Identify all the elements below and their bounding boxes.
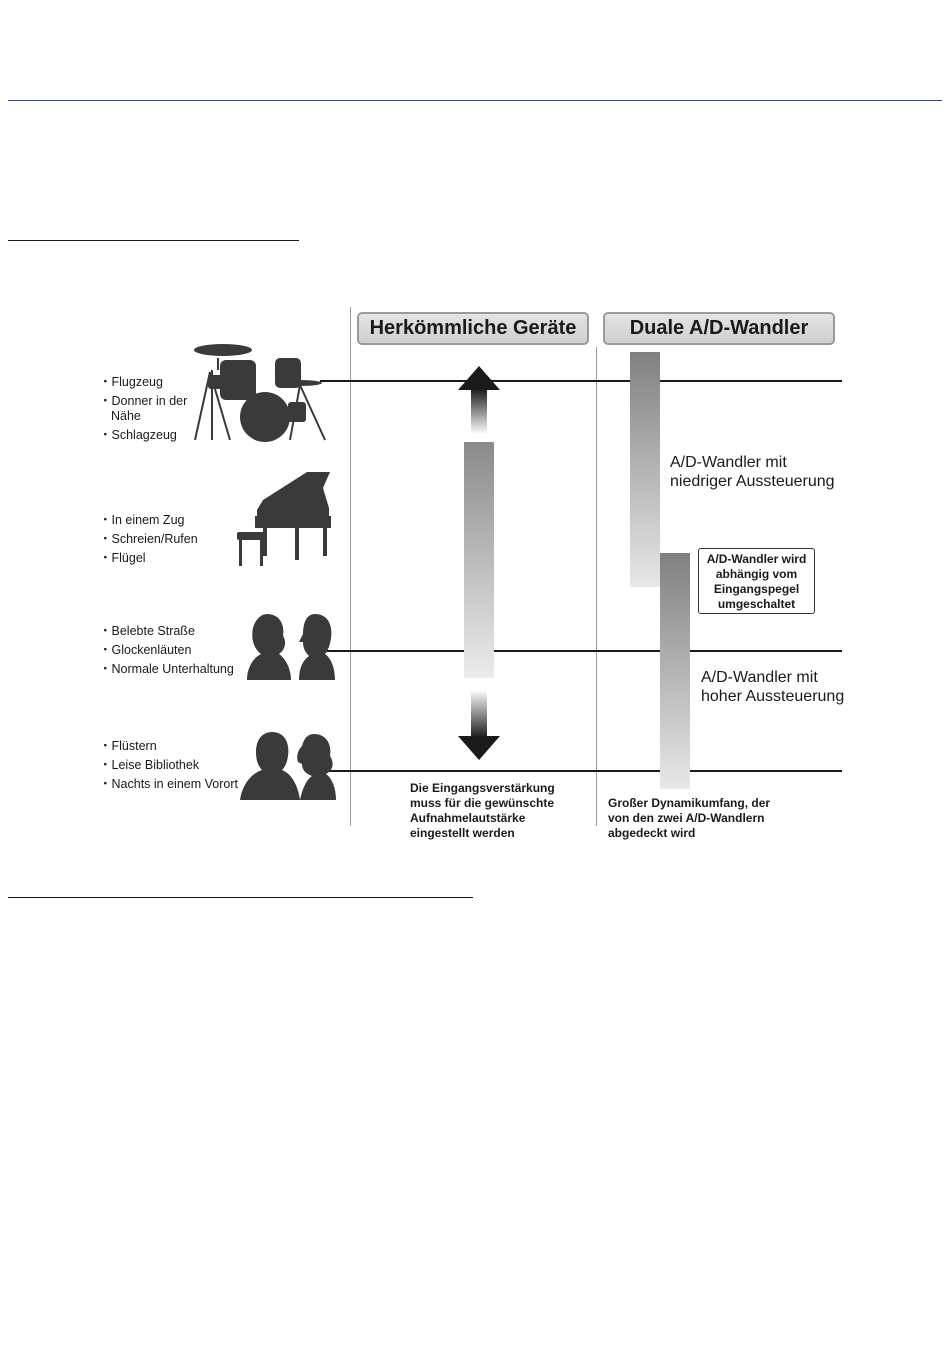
high-gain-adc-bar — [660, 553, 690, 789]
arrow-down-icon — [458, 736, 500, 760]
section-rule-2 — [8, 897, 473, 898]
header-conventional: Herkömmliche Geräte — [357, 312, 589, 345]
level-line-loud — [320, 380, 842, 382]
list-item: In einem Zug — [111, 511, 198, 530]
conventional-gain-bar — [464, 442, 494, 678]
level-line-normal — [320, 650, 842, 652]
arrow-up-icon — [458, 366, 500, 390]
list-item: Flugzeug — [111, 373, 191, 392]
top-rule — [8, 100, 942, 101]
divider-left — [350, 307, 351, 826]
arrow-down-shaft — [471, 690, 487, 738]
category-normal: Belebte Straße Glockenläuten Normale Unt… — [111, 622, 234, 679]
list-item: Flüstern — [111, 737, 238, 756]
conventional-note: Die Eingangsverstärkung muss für die gew… — [410, 781, 555, 840]
category-quiet: Flüstern Leise Bibliothek Nachts in eine… — [111, 737, 238, 794]
list-item: Belebte Straße — [111, 622, 234, 641]
list-item: Donner in der Nähe — [111, 394, 191, 424]
list-item: Flügel — [111, 549, 198, 568]
low-gain-label: A/D-Wandler mit niedriger Aussteuerung — [670, 454, 835, 490]
conversation-icon — [247, 614, 335, 680]
section-rule-1 — [8, 240, 299, 241]
header-dual: Duale A/D-Wandler — [603, 312, 835, 345]
dual-note: Großer Dynamikumfang, der von den zwei A… — [608, 796, 771, 840]
list-item: Nachts in einem Vorort — [111, 775, 238, 794]
whisper-icon — [240, 732, 336, 800]
list-item: Schlagzeug — [111, 426, 191, 445]
category-loud-medium: In einem Zug Schreien/Rufen Flügel — [111, 511, 198, 568]
list-item: Schreien/Rufen — [111, 530, 198, 549]
grand-piano-icon — [237, 472, 331, 566]
list-item: Leise Bibliothek — [111, 756, 238, 775]
divider-middle — [596, 347, 597, 826]
list-item: Normale Unterhaltung — [111, 660, 234, 679]
list-item: Glockenläuten — [111, 641, 234, 660]
drum-kit-icon — [194, 344, 326, 442]
header-conventional-label: Herkömmliche Geräte — [369, 317, 577, 339]
arrow-up-shaft — [471, 389, 487, 434]
high-gain-label: A/D-Wandler mit hoher Aussteuerung — [701, 669, 845, 705]
category-loud: Flugzeug Donner in der Nähe Schlagzeug — [111, 373, 191, 445]
level-line-quiet — [320, 770, 842, 772]
switch-note-box: A/D-Wandler wird abhängig vom Eingangspe… — [698, 548, 815, 614]
low-gain-adc-bar — [630, 352, 660, 587]
header-dual-label: Duale A/D-Wandler — [629, 317, 809, 339]
